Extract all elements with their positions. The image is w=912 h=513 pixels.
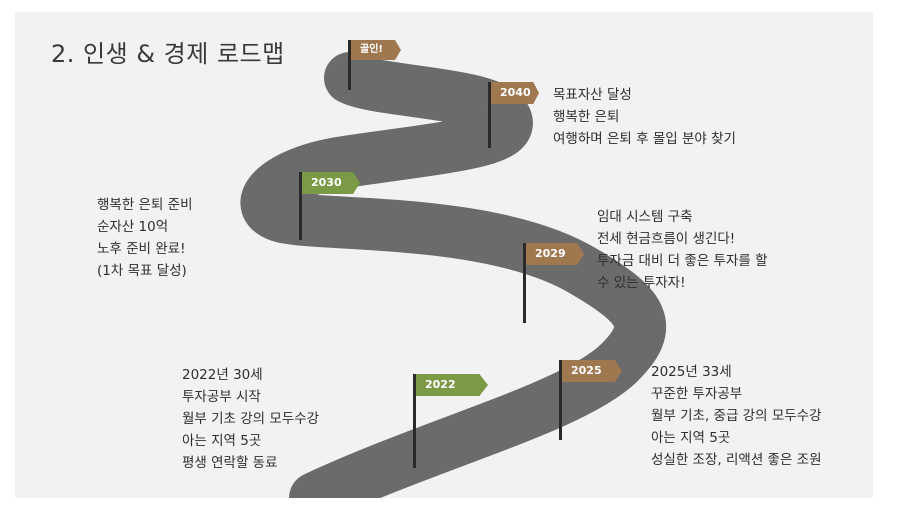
note-line: 전세 현금흐름이 생긴다! [597, 231, 736, 247]
note-line: 2025년 33세 [651, 364, 732, 380]
note-2022: 2022년 30세 투자공부 시작 월부 기초 강의 모두수강 아는 지역 5곳… [182, 364, 319, 474]
flag-2029-label: 2029 [526, 243, 584, 265]
note-line: (1차 목표 달성) [97, 263, 187, 279]
note-line: 노후 준비 완료! [97, 241, 186, 257]
note-2029: 임대 시스템 구축 전세 현금흐름이 생긴다! 투자금 대비 더 좋은 투자를 … [597, 206, 768, 294]
note-line: 꾸준한 투자공부 [651, 386, 743, 402]
note-line: 투자공부 시작 [182, 389, 261, 405]
note-line: 순자산 10억 [97, 219, 169, 235]
note-line: 평생 연락할 동료 [182, 455, 278, 471]
note-2025: 2025년 33세 꾸준한 투자공부 월부 기초, 중급 강의 모두수강 아는 … [651, 361, 822, 471]
flag-2022-label: 2022 [416, 374, 488, 396]
note-line: 임대 시스템 구축 [597, 209, 693, 225]
page-title: 2. 인생 & 경제 로드맵 [51, 40, 285, 68]
note-line: 여행하며 은퇴 후 몰입 분야 찾기 [553, 131, 736, 147]
note-2030: 행복한 은퇴 준비 순자산 10억 노후 준비 완료! (1차 목표 달성) [97, 194, 193, 282]
note-line: 2022년 30세 [182, 367, 263, 383]
note-2040: 목표자산 달성 행복한 은퇴 여행하며 은퇴 후 몰입 분야 찾기 [553, 84, 736, 150]
slide: 2. 인생 & 경제 로드맵 골인! 2040 2030 2029 2025 2… [15, 12, 873, 498]
note-line: 투자금 대비 더 좋은 투자를 할 [597, 253, 768, 269]
flag-2030-label: 2030 [302, 172, 360, 194]
note-line: 수 있는 투자자! [597, 275, 686, 291]
flag-goal-label: 골인! [351, 40, 401, 60]
note-line: 월부 기초 강의 모두수강 [182, 411, 320, 427]
flag-2040-label: 2040 [491, 82, 539, 104]
note-line: 성실한 조장, 리액션 좋은 조원 [651, 452, 822, 468]
flag-2025-label: 2025 [562, 360, 622, 382]
note-line: 행복한 은퇴 준비 [97, 197, 193, 213]
note-line: 행복한 은퇴 [553, 109, 620, 125]
note-line: 월부 기초, 중급 강의 모두수강 [651, 408, 822, 424]
note-line: 아는 지역 5곳 [651, 430, 731, 446]
note-line: 아는 지역 5곳 [182, 433, 262, 449]
note-line: 목표자산 달성 [553, 87, 632, 103]
